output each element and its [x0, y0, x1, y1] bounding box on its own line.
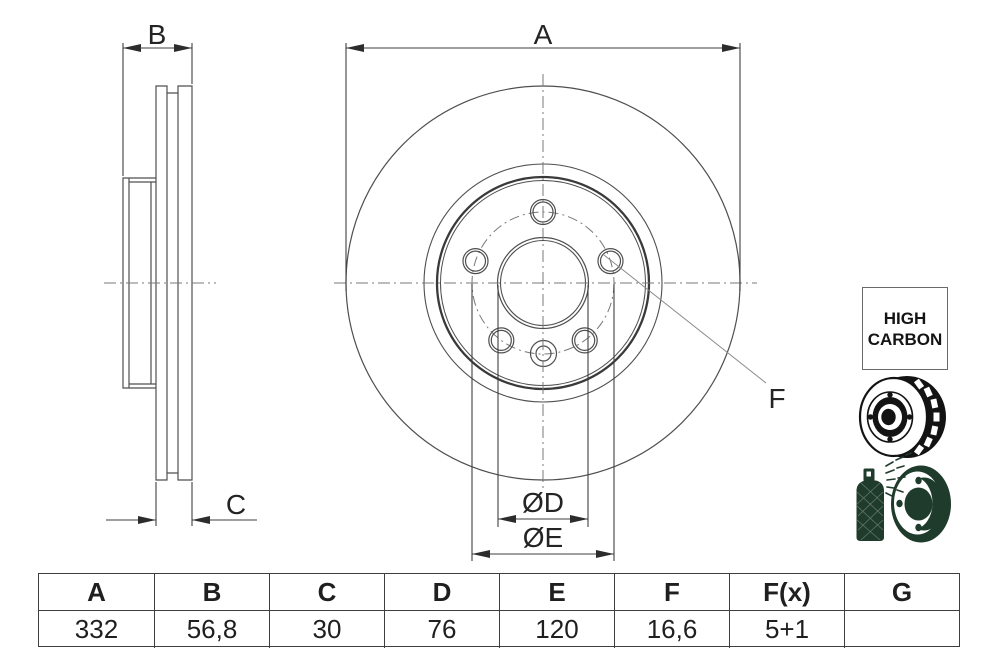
spray-disc-hole — [915, 523, 922, 532]
dim-e-arrow-right — [596, 550, 614, 558]
bolt-hole — [571, 327, 598, 354]
dim-a — [345, 43, 741, 291]
dim-a-arrow-left — [346, 44, 364, 52]
bolt-hole-bore — [490, 329, 512, 351]
vent-slot — [913, 444, 925, 456]
dim-c-label: C — [226, 489, 246, 520]
bolt-hole-bore — [574, 329, 596, 351]
spray-can-hatch — [856, 482, 885, 541]
table-header-a: A — [87, 576, 106, 607]
hat-section-outline — [122, 177, 156, 389]
spray-disc-hole — [915, 476, 922, 485]
table-header-f: F — [614, 574, 729, 610]
vented-disc-icon — [858, 376, 946, 458]
dim-d-arrow-right — [570, 515, 588, 523]
bolt-hole — [462, 248, 489, 275]
dim-a-arrow-right — [722, 44, 740, 52]
spray-can-nozzle-slot — [866, 471, 871, 477]
disc-icon-bolt-dot — [887, 392, 893, 398]
spray-can-body — [856, 480, 884, 541]
vent-slot — [923, 386, 933, 398]
table-value-fx: 5+1 — [729, 610, 844, 648]
dim-f-leader-line — [603, 254, 767, 384]
table-header-c: C — [269, 574, 384, 610]
bolt-hole-bore — [464, 250, 487, 272]
table-value-f: 16,6 — [614, 610, 729, 648]
table-header-fx: F(x) — [729, 574, 844, 610]
spray-disc-hub — [904, 487, 933, 521]
table-header-e: E — [499, 574, 614, 610]
disc-icon-hub-outline — [866, 391, 914, 443]
vent-slot — [913, 378, 925, 390]
dimension-table: A B C D E F F(x) G 332 56,8 30 76 120 16… — [38, 573, 960, 648]
vent-slot — [923, 436, 933, 448]
dim-e-arrow-left — [472, 550, 490, 558]
high-carbon-badge: HIGH CARBON — [862, 287, 948, 370]
disc-icon-bolt-dot — [887, 436, 893, 442]
vent-slot — [930, 425, 939, 436]
table-value-e: 120 — [499, 610, 614, 648]
table-value-a: 332 — [39, 610, 154, 648]
dim-b-arrow-left — [123, 44, 141, 52]
bolt-hole — [488, 327, 515, 354]
vent-slot — [933, 412, 940, 422]
front-view — [334, 74, 757, 492]
dim-f-label: F — [768, 383, 785, 414]
bolt-hole — [597, 248, 624, 275]
high-carbon-line2: CARBON — [867, 329, 943, 349]
table-header-b: B — [154, 574, 269, 610]
dim-e — [471, 284, 615, 561]
bolt-hole-bore — [599, 250, 622, 272]
table-header-d: D — [384, 574, 499, 610]
dim-c — [106, 482, 257, 526]
disc-icon-vent-slots — [913, 378, 940, 456]
disc-icon-bolt-dot — [867, 414, 874, 420]
spray-disc-hole — [934, 499, 941, 508]
vent-slot — [930, 398, 939, 409]
dim-b — [122, 43, 193, 176]
high-carbon-line1: HIGH — [883, 308, 927, 328]
disc-icon-bore — [881, 408, 896, 426]
spray-disc-hole — [896, 499, 903, 508]
table-header-g: G — [844, 574, 959, 610]
dim-c-arrow-left — [138, 516, 156, 524]
dim-d-label: ØD — [522, 487, 564, 518]
dim-c-arrow-right — [192, 516, 210, 524]
table-value-d: 76 — [384, 610, 499, 648]
dim-a-label: A — [534, 19, 553, 50]
dim-e-label: ØE — [523, 522, 563, 553]
dim-b-label: B — [148, 19, 167, 50]
dim-d — [497, 285, 589, 527]
disc-icon-bolt-dot — [906, 414, 913, 420]
table-value-c: 30 — [269, 610, 384, 648]
table-value-b: 56,8 — [154, 610, 269, 648]
bolt-hole — [529, 198, 557, 226]
spray-coating-icon — [856, 452, 951, 543]
table-value-g — [844, 610, 959, 648]
dim-b-arrow-right — [174, 44, 192, 52]
spray-mist — [885, 452, 912, 497]
dim-d-arrow-left — [498, 515, 516, 523]
